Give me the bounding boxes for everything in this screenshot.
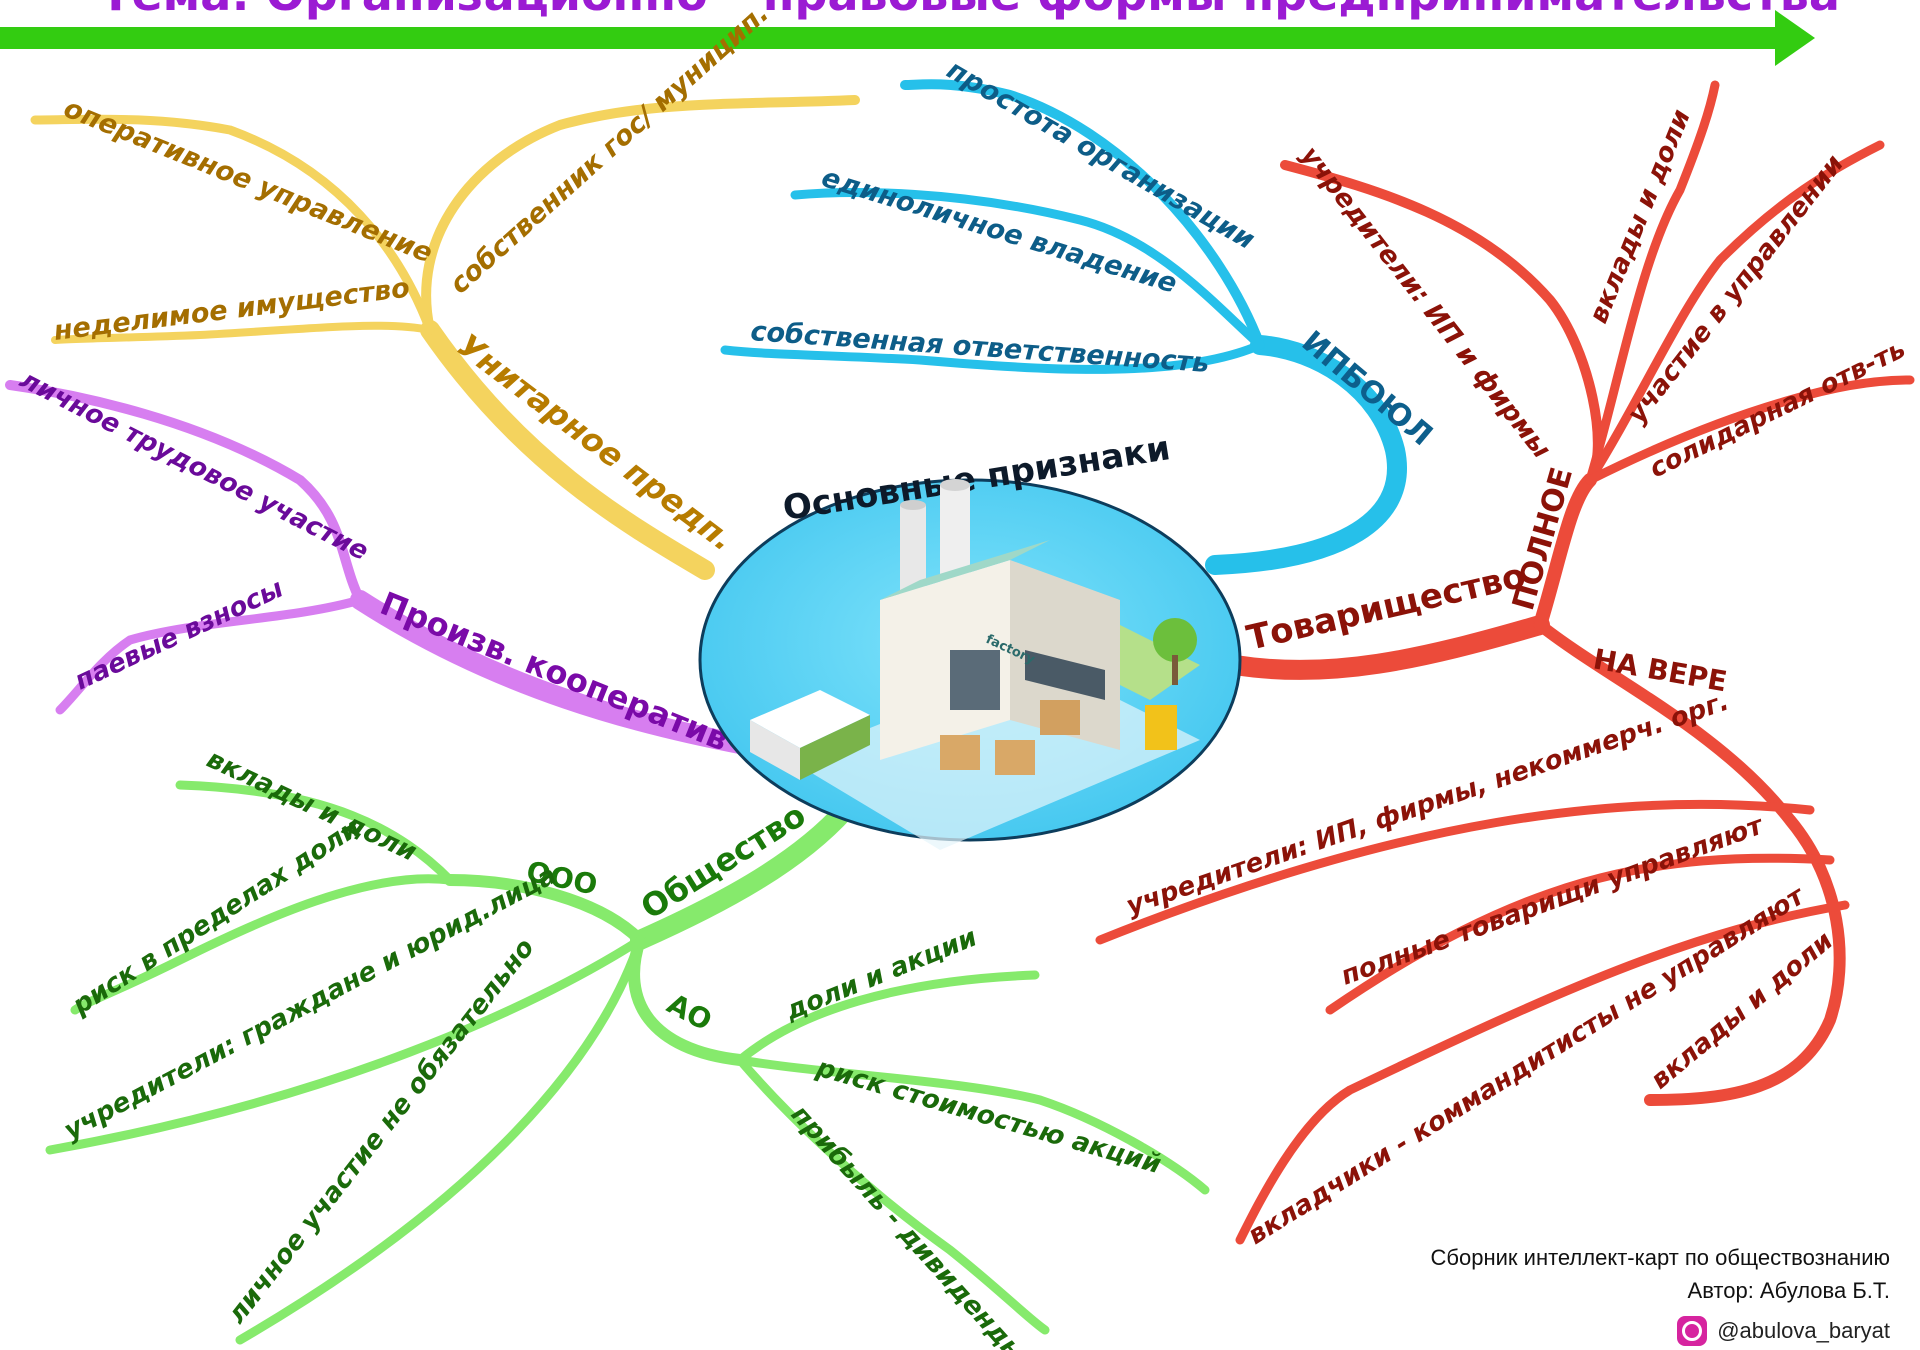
branch-partnership [1095, 80, 1915, 1245]
jsc-item-dividends: прибыль - дивиденды [785, 1100, 1032, 1350]
center-node: Основные признаки factory [698, 428, 1242, 850]
society-item-participation: личное участие не обязательно [222, 933, 541, 1329]
trust-item-limited-partners: вкладчики - коммандитисты не управляют [1243, 880, 1812, 1251]
instagram-handle[interactable]: @abulova_baryat [1677, 1316, 1890, 1346]
branch-coop [5, 380, 755, 755]
factory-illustration: factory [750, 479, 1200, 850]
jsc-item-shares: доли и акции [780, 923, 981, 1027]
coop-item-labor: личное трудовое участие [15, 365, 373, 567]
branch-society [45, 780, 1210, 1345]
branch-label-coop: Произв. кооператив [375, 584, 734, 758]
page-title: Тема: Организационно – правовые формы пр… [100, 0, 1840, 21]
ipboyul-item-liability: собственная ответственность [750, 316, 1211, 379]
instagram-username: @abulova_baryat [1717, 1318, 1890, 1343]
footer-author: Автор: Абулова Б.Т. [1687, 1278, 1890, 1303]
instagram-icon [1677, 1316, 1708, 1346]
branch-ipboyul [720, 79, 1407, 575]
jsc-item-risk: риск стоимостью акций [812, 1053, 1164, 1180]
society-jsc-label: АО [662, 987, 718, 1037]
title-arrow [0, 10, 1815, 66]
branch-label-unitary: Унитарное предп. [450, 326, 741, 559]
branch-label-ipboyul: ИПБОЮЛ [1295, 324, 1439, 453]
branch-unitary [30, 95, 860, 580]
unitary-item-management: оперативное управление [59, 93, 436, 270]
footer-collection: Сборник интеллект-карт по обществознанию [1430, 1245, 1890, 1270]
coop-item-shares: паевые взносы [70, 574, 288, 697]
partnership-trust-label: НА ВЕРЕ [1591, 642, 1730, 698]
